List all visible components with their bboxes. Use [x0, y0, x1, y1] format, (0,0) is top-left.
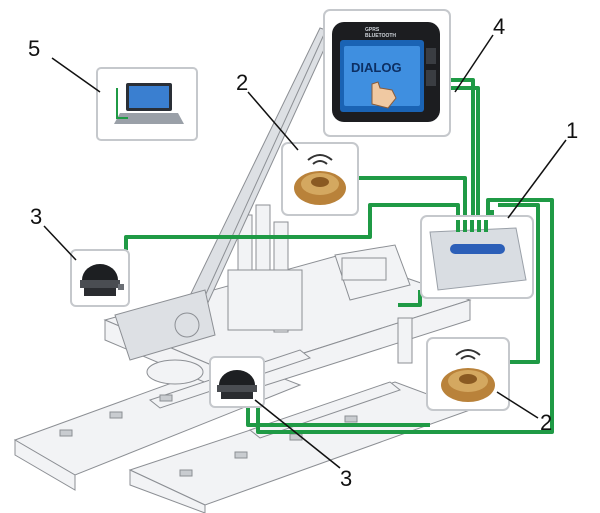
wireless-sensor-icon — [441, 349, 495, 402]
pile-guide-frame — [227, 269, 303, 331]
callout-number-4: 4 — [493, 14, 505, 39]
leader-3b — [254, 399, 341, 469]
leader-5 — [51, 57, 101, 93]
cable-sensor-top-to-unit — [358, 176, 467, 218]
camera-bottom-box — [209, 356, 265, 408]
hook-block — [397, 317, 413, 364]
dome-camera-icon — [80, 264, 124, 296]
leader-lines — [43, 34, 567, 469]
crane-body — [114, 289, 216, 361]
leader-2b — [496, 391, 539, 419]
camera-left-box — [70, 249, 130, 307]
leader-3a — [43, 225, 77, 261]
crane-winch — [174, 312, 200, 338]
front-pontoon-side — [129, 469, 206, 513]
callout-number-5: 5 — [28, 36, 40, 61]
sensor-bottom-box — [426, 337, 510, 411]
dialog-brand-label: DIALOG — [351, 60, 402, 75]
left-pontoon-side — [14, 439, 76, 491]
wireless-sensor-icon — [294, 154, 346, 205]
deck-hatch — [159, 394, 173, 402]
crane-cable — [194, 29, 327, 319]
cable-camera-left-to-unit — [124, 203, 460, 250]
leader-2a — [247, 91, 299, 151]
deck-hatch — [59, 429, 73, 437]
dome-camera-icon — [217, 370, 257, 399]
leader-4 — [454, 34, 494, 93]
deck-hatch — [234, 451, 248, 459]
callout-number-1: 1 — [566, 118, 578, 143]
cable-terminal-to-unit-a — [448, 78, 475, 218]
cabin-window — [341, 257, 387, 281]
callout-number-2-top: 2 — [236, 70, 248, 95]
callout-number-3-bottom: 3 — [340, 466, 352, 491]
control-unit-icon — [429, 220, 527, 291]
callout-number-2-bottom: 2 — [540, 410, 552, 435]
slewing-ring — [146, 359, 204, 385]
touch-hand-icon — [371, 81, 397, 109]
callout-number-3-left: 3 — [30, 204, 42, 229]
leader-1 — [507, 139, 567, 219]
deck-hatch — [344, 415, 358, 423]
laptop-icon — [114, 83, 184, 124]
deck-hatch — [179, 469, 193, 477]
deck-hatch — [109, 411, 123, 419]
cable-unit-to-deck — [398, 290, 422, 307]
control-unit-box — [420, 215, 534, 299]
laptop-box — [96, 67, 198, 141]
sensor-top-box — [281, 142, 359, 216]
